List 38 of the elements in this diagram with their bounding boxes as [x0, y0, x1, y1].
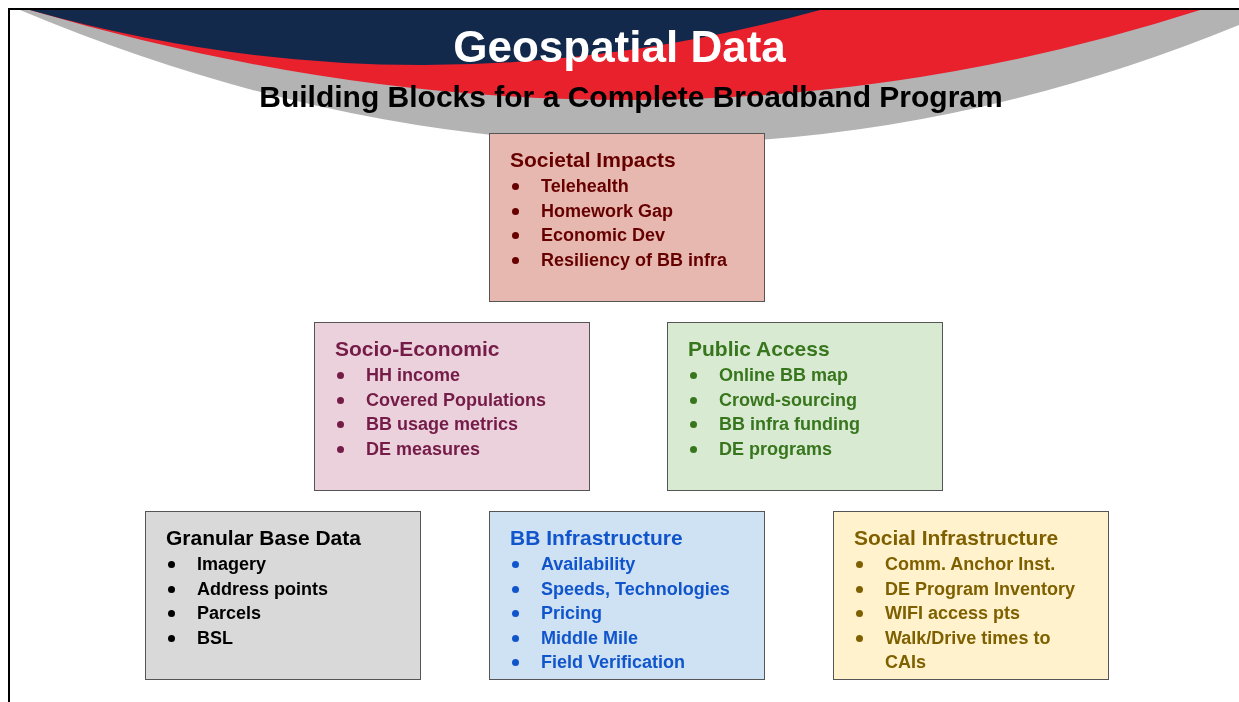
bullet-item: BB infra funding	[688, 412, 914, 437]
bullet-item: Address points	[166, 576, 392, 601]
bullet-item: HH income	[335, 363, 561, 388]
bullet-item: Crowd-sourcing	[688, 387, 914, 412]
bullet-item: Economic Dev	[510, 223, 736, 248]
bullet-item: Covered Populations	[335, 387, 561, 412]
box-heading: Socio-Economic	[335, 337, 501, 361]
bullet-item: BSL	[166, 625, 392, 650]
bullet-item: Online BB map	[688, 363, 914, 388]
category-box	[314, 322, 590, 491]
bullet-item: Walk/Drive times to CAIs	[854, 625, 1080, 675]
bullet-item: Telehealth	[510, 174, 736, 199]
bullet-item: Resiliency of BB infra	[510, 247, 736, 272]
bullet-item: Middle Mile	[510, 625, 736, 650]
bullet-item: DE programs	[688, 436, 914, 461]
box-heading: Public Access	[688, 337, 831, 361]
category-box	[489, 511, 765, 680]
bullet-item: Pricing	[510, 601, 736, 626]
bullet-item: Homework Gap	[510, 198, 736, 223]
bullet-item: Parcels	[166, 601, 392, 626]
box-heading: Social Infrastructure	[854, 526, 1060, 550]
bullet-item: WIFI access pts	[854, 601, 1080, 626]
bullet-item: Comm. Anchor Inst.	[854, 552, 1080, 577]
bullet-item: Field Verification	[510, 650, 736, 675]
category-box	[489, 133, 765, 302]
bullet-item: DE measures	[335, 436, 561, 461]
diagram-title: Geospatial Data	[452, 22, 787, 72]
category-box	[145, 511, 421, 680]
box-heading: BB Infrastructure	[510, 526, 684, 550]
bullet-item: DE Program Inventory	[854, 576, 1080, 601]
bullet-item: Imagery	[166, 552, 392, 577]
bullet-item: Availability	[510, 552, 736, 577]
category-box	[667, 322, 943, 491]
category-box	[833, 511, 1109, 680]
box-heading: Societal Impacts	[510, 148, 677, 172]
bullet-item: BB usage metrics	[335, 412, 561, 437]
box-heading: Granular Base Data	[166, 526, 362, 550]
bullet-item: Speeds, Technologies	[510, 576, 736, 601]
